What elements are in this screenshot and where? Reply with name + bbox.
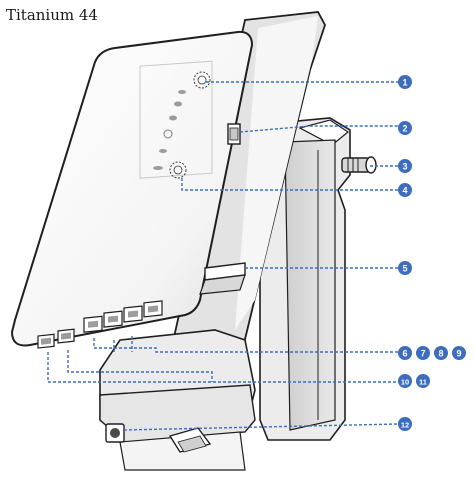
power-jack [105,423,125,443]
lan-port [83,315,103,333]
port-row [37,300,163,349]
callout-label-10: 10 [401,378,409,387]
led-panel [139,60,213,179]
leader-10-11 [47,350,398,383]
callout-3: 3 [398,159,412,173]
callout-group: 1 2 3 4 5 6 7 8 9 10 11 12 [398,75,466,431]
leader-6-9 [93,336,398,353]
callout-label-12: 12 [401,421,409,430]
phone-port [37,333,55,349]
led-icon-2 [174,101,182,107]
callout-label-5: 5 [402,264,407,274]
antenna-connector [341,156,377,174]
side-switch-slot [227,123,241,145]
phone-port [57,328,75,344]
callout-4: 4 [398,183,412,197]
power-button-icon [193,71,211,89]
diagram-title: Titanium 44 [6,6,98,24]
led-icon-1 [178,90,186,94]
callout-12: 12 [398,417,412,431]
lan-port [143,300,163,318]
wps-button-icon [169,161,187,179]
callout-label-6: 6 [402,349,407,359]
led-icon-6 [153,166,163,170]
sim-card-slot [199,262,246,295]
callout-label-2: 2 [402,124,407,134]
callout-label-8: 8 [438,349,443,359]
leader-4 [181,178,398,191]
callout-7: 7 [416,346,430,360]
callout-label-9: 9 [456,349,461,359]
leader-12 [123,423,399,431]
callout-label-11: 11 [419,378,427,387]
leader-2 [239,125,398,133]
callout-6: 6 [398,346,412,360]
base-latch [168,427,212,453]
led-icon-4 [163,129,173,139]
leader-lines [47,81,399,431]
callout-label-7: 7 [420,349,425,359]
lan-port [123,305,143,323]
callout-9: 9 [452,346,466,360]
led-icon-5 [159,149,167,153]
callout-11: 11 [416,374,430,388]
callout-label-1: 1 [402,78,407,88]
callout-1: 1 [398,75,412,89]
callout-2: 2 [398,121,412,135]
led-icon-3 [169,115,177,121]
callout-label-3: 3 [402,162,407,172]
callout-5: 5 [398,261,412,275]
callout-10: 10 [398,374,412,388]
callout-8: 8 [434,346,448,360]
callout-label-4: 4 [402,186,407,196]
lan-port [103,310,123,328]
